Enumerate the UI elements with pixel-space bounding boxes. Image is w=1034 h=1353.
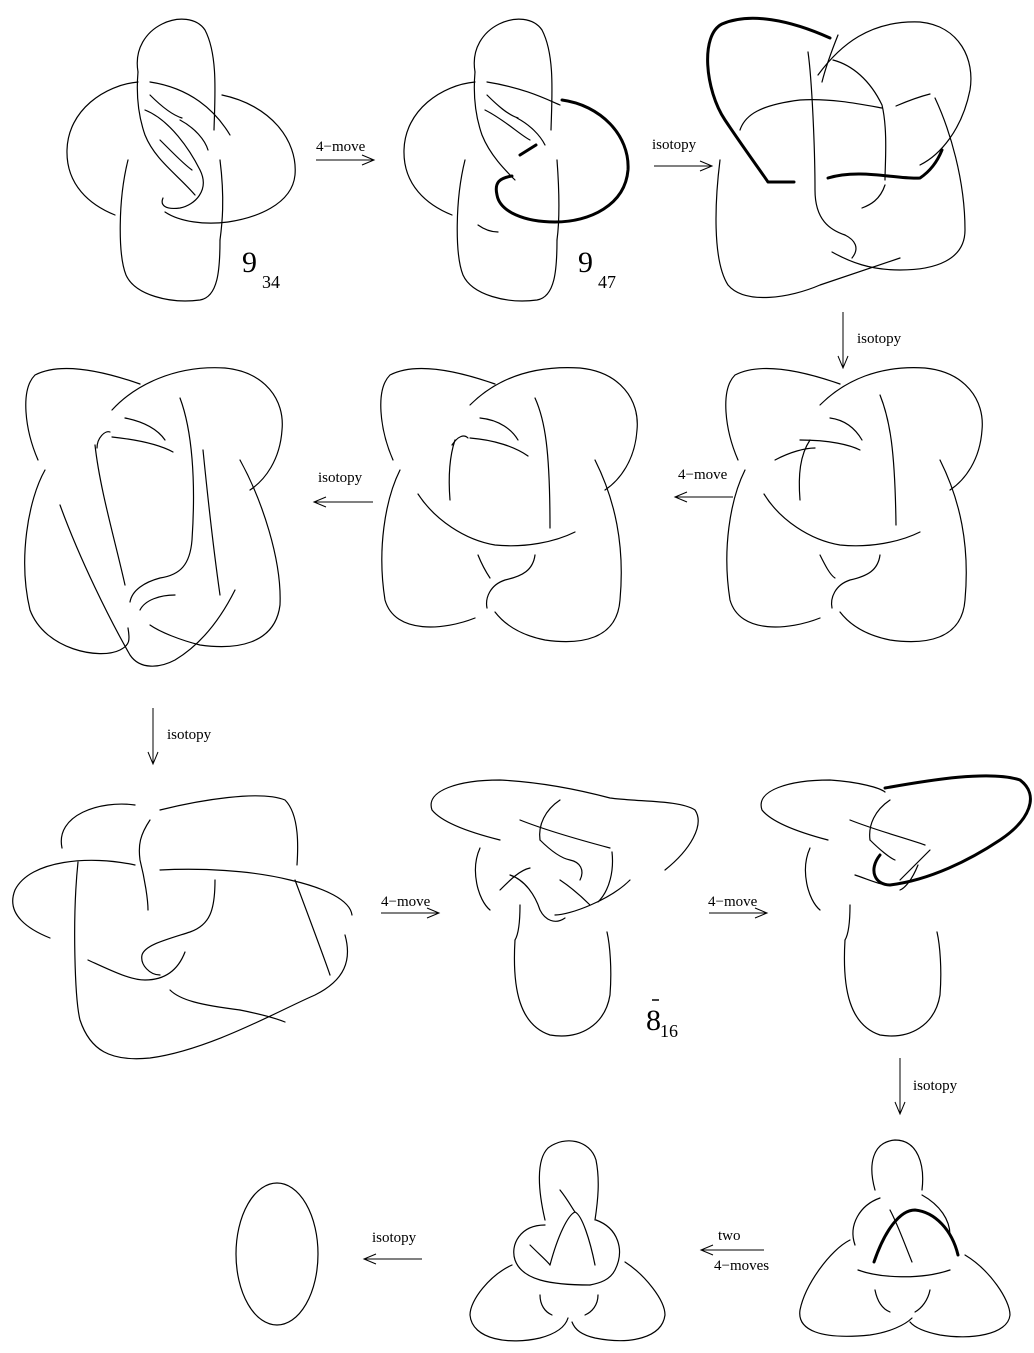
- knot-subscript-label: 16: [660, 1021, 678, 1041]
- move-label: 4−move: [678, 467, 728, 483]
- knot-row2-middle: [381, 368, 638, 642]
- arrow-isotopy-2: isotopy: [838, 312, 902, 368]
- move-label: isotopy: [857, 331, 902, 347]
- knot-row3-right: [761, 776, 1030, 1036]
- knot-8-16-label: 8 16: [646, 1000, 678, 1041]
- knot-number-label: 9: [578, 246, 593, 279]
- knot-row4-middle: [470, 1141, 665, 1341]
- knot-subscript-label: 34: [262, 272, 280, 292]
- knot-row2-left: [25, 368, 283, 666]
- move-label: isotopy: [318, 470, 363, 486]
- knot-9-47: [404, 19, 628, 301]
- knot-9-34: [67, 19, 295, 301]
- move-label: isotopy: [913, 1078, 958, 1094]
- knot-8-16-bar: [431, 780, 698, 1036]
- arrow-isotopy-6: isotopy: [364, 1230, 422, 1264]
- knot-top-right: [708, 18, 971, 297]
- move-label: 4−move: [708, 894, 758, 910]
- move-label: isotopy: [652, 137, 697, 153]
- knot-subscript-label: 47: [598, 272, 616, 292]
- move-label-line2: 4−moves: [714, 1258, 769, 1274]
- arrow-4-move-3: 4−move: [381, 894, 439, 918]
- knot-9-47-label: 9 47: [578, 246, 616, 292]
- knot-number-label: 8: [646, 1004, 661, 1037]
- move-label: 4−move: [381, 894, 431, 910]
- knot-row3-left: [13, 796, 352, 1059]
- move-label: 4−move: [316, 139, 366, 155]
- move-label: isotopy: [372, 1230, 417, 1246]
- arrow-4-move-4: 4−move: [708, 894, 767, 918]
- knot-row4-right: [800, 1140, 1010, 1337]
- move-label: isotopy: [167, 727, 212, 743]
- arrow-isotopy-3: isotopy: [314, 470, 373, 507]
- unknot-circle: [236, 1183, 318, 1325]
- knot-row2-right: [726, 368, 983, 642]
- move-label-line1: two: [718, 1228, 741, 1244]
- knot-9-34-label: 9 34: [242, 246, 280, 292]
- arrow-isotopy-5: isotopy: [895, 1058, 958, 1114]
- arrow-isotopy-4: isotopy: [148, 708, 212, 764]
- knot-number-label: 9: [242, 246, 257, 279]
- arrow-4-move-2: 4−move: [675, 467, 733, 502]
- arrow-4-move-1: 4−move: [316, 139, 374, 165]
- arrow-two-4-moves: two 4−moves: [701, 1228, 769, 1274]
- arrow-isotopy-1: isotopy: [652, 137, 712, 171]
